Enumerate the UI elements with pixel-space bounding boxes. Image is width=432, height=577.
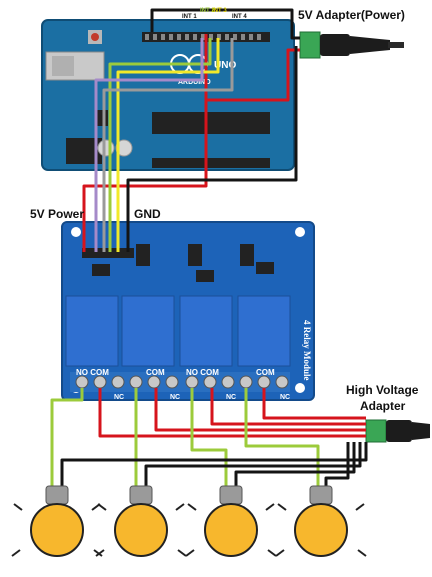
wire-black-bulb-1 bbox=[60, 442, 368, 490]
adapter-high-voltage bbox=[365, 419, 430, 443]
wire-yellow-int3 bbox=[116, 38, 220, 252]
relay-1 bbox=[65, 295, 119, 367]
wire-gray-int4 bbox=[102, 38, 234, 252]
bulb-2 bbox=[95, 485, 187, 557]
relay-2 bbox=[121, 295, 175, 367]
bulb-3 bbox=[185, 485, 277, 557]
wire-red-adapter bbox=[204, 34, 300, 102]
wires bbox=[50, 8, 368, 490]
no-com-label-3: NO COM bbox=[186, 368, 219, 377]
hv-adapter-label-line2: Adapter bbox=[360, 399, 406, 413]
wire-green-int2 bbox=[108, 38, 212, 252]
wire-black-bulb-2 bbox=[144, 442, 362, 490]
int1-label: INT 1 bbox=[182, 14, 197, 20]
wire-red-hv-4 bbox=[262, 388, 366, 420]
wire-red-hv-1 bbox=[98, 388, 366, 438]
wire-green-bulb-1 bbox=[50, 388, 84, 488]
wire-black-gnd bbox=[126, 46, 298, 252]
arduino-model-label: UNO bbox=[214, 60, 236, 71]
wire-red-hv-2 bbox=[154, 388, 366, 432]
com-label-4: COM bbox=[256, 368, 275, 377]
power-5v-label: 5V Power bbox=[30, 207, 85, 221]
adapter-5v bbox=[299, 31, 404, 59]
screw-terminals bbox=[70, 372, 290, 392]
wire-red-5v-power bbox=[82, 100, 208, 252]
wire-green-bulb-3 bbox=[190, 388, 228, 488]
int4-label: INT 4 bbox=[232, 14, 247, 20]
bulb-1 bbox=[11, 485, 103, 557]
bulb-4 bbox=[275, 485, 367, 557]
relay-3 bbox=[179, 295, 233, 367]
relay-4 bbox=[237, 295, 291, 367]
hv-adapter-label-line1: High Voltage bbox=[346, 383, 419, 397]
nc-label-1: NC bbox=[114, 394, 125, 401]
no-com-label-1: NO COM bbox=[76, 368, 109, 377]
int2-label: INT 2 bbox=[200, 8, 215, 14]
atmega-chip bbox=[152, 112, 270, 134]
nc-label-4: NC bbox=[280, 394, 291, 401]
wire-black-bulb-4 bbox=[324, 442, 350, 490]
wire-purple-int1 bbox=[94, 38, 204, 252]
relay-module-label: 4 Relay Module bbox=[302, 320, 312, 381]
nc-label-3: NC bbox=[226, 394, 237, 401]
arduino-uno-board bbox=[41, 19, 295, 171]
relay-input-header bbox=[82, 248, 134, 258]
arduino-brand-label: ARDUINO bbox=[178, 79, 211, 86]
wire-black-bulb-3 bbox=[234, 442, 356, 490]
adapter-5v-label: 5V Adapter(Power) bbox=[298, 8, 405, 22]
com-label-2: COM bbox=[146, 368, 165, 377]
wire-black-adapter-top bbox=[150, 8, 300, 40]
relay-module bbox=[61, 221, 315, 401]
int3-label: INT 3 bbox=[212, 8, 227, 14]
nc-label-2: NC bbox=[170, 394, 181, 401]
wire-red-hv-3 bbox=[210, 388, 366, 426]
gnd-label: GND bbox=[134, 207, 161, 221]
